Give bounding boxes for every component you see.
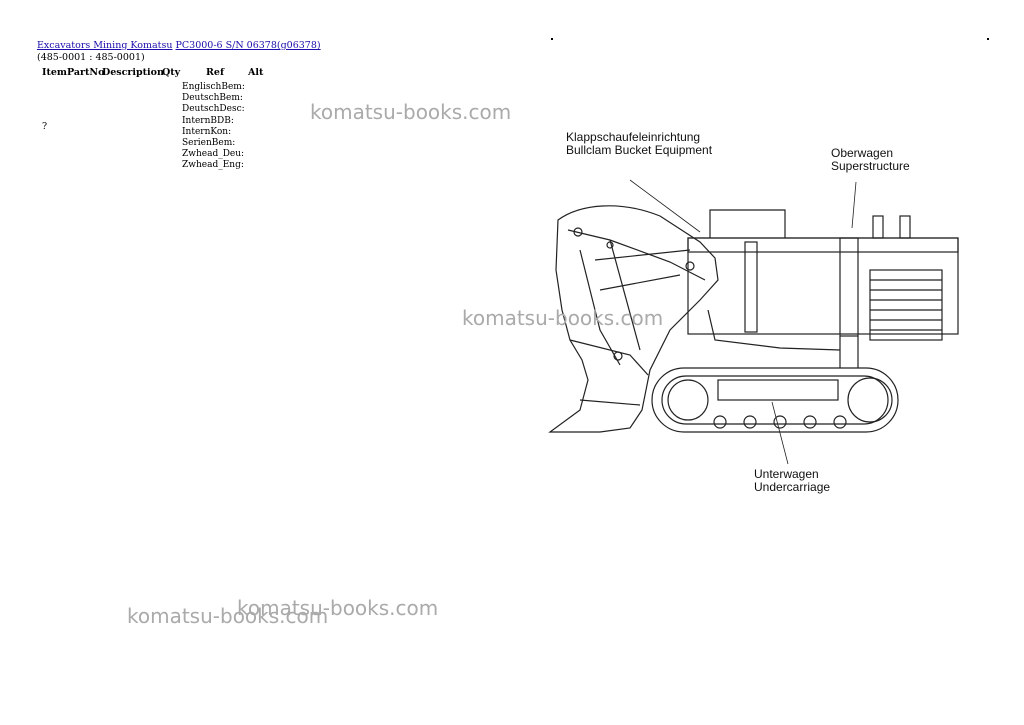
field-zwhead-deu: Zwhead_Deu: <box>182 149 245 160</box>
label-under-de: Unterwagen <box>754 467 819 481</box>
breadcrumb-link-excavators[interactable]: Excavators Mining Komatsu <box>37 40 173 51</box>
label-bucket-equipment: Klappschaufeleinrichtung Bullclam Bucket… <box>566 131 712 157</box>
header-qty: Qty <box>162 67 181 78</box>
field-deutschbem: DeutschBem: <box>182 93 243 104</box>
header-description: Description <box>102 67 164 78</box>
breadcrumb-link-model[interactable]: PC3000-6 S/N 06378(g06378) <box>175 40 321 51</box>
header-item: Item <box>42 67 67 78</box>
label-undercarriage: Unterwagen Undercarriage <box>754 468 830 494</box>
label-super-de: Oberwagen <box>831 146 894 160</box>
description-fields: EnglischBem: DeutschBem: DeutschDesc: In… <box>182 82 245 172</box>
field-internbdb: InternBDB: <box>182 115 234 126</box>
header-ref: Ref <box>206 67 225 78</box>
label-superstructure: Oberwagen Superstructure <box>831 147 910 173</box>
label-bucket-en: Bullclam Bucket Equipment <box>566 143 713 157</box>
field-englischbem: EnglischBem: <box>182 82 245 92</box>
page-mark <box>551 38 553 40</box>
watermark: komatsu-books.com <box>310 100 512 124</box>
watermark: komatsu-books.com <box>237 596 439 620</box>
watermark: komatsu-books.com <box>127 604 329 628</box>
watermark: komatsu-books.com <box>462 306 664 330</box>
field-internkon: InternKon: <box>182 126 232 137</box>
field-deutschdesc: DeutschDesc: <box>182 104 245 115</box>
header-alt: Alt <box>248 67 264 78</box>
excavator-diagram <box>548 179 959 465</box>
label-bucket-de: Klappschaufeleinrichtung <box>566 130 701 144</box>
field-zwhead-eng: Zwhead_Eng: <box>182 160 244 171</box>
label-super-en: Superstructure <box>831 159 910 173</box>
row-item-value: ? <box>42 121 48 132</box>
header-partno: PartNo <box>67 67 105 78</box>
field-serienbem: SerienBem: <box>182 138 236 149</box>
label-under-en: Undercarriage <box>754 480 831 494</box>
breadcrumb: Excavators Mining Komatsu PC3000-6 S/N 0… <box>37 40 321 52</box>
serial-range: (485-0001 : 485-0001) <box>37 52 145 63</box>
page-mark <box>987 38 989 40</box>
